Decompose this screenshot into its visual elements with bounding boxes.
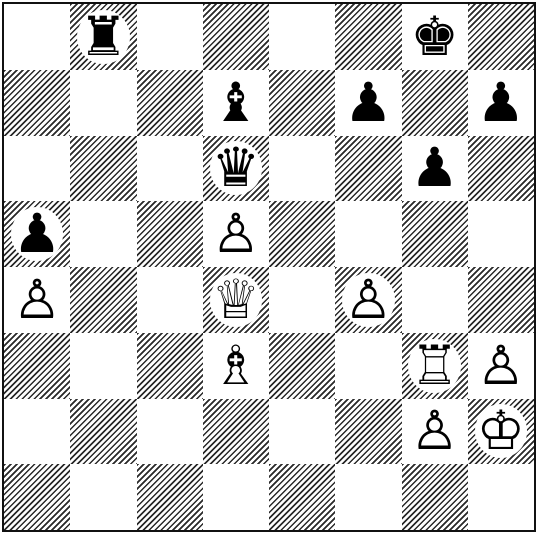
square-f8[interactable] <box>335 4 402 70</box>
square-b2[interactable] <box>70 398 137 465</box>
square-d2[interactable] <box>202 398 269 465</box>
square-g7[interactable] <box>401 69 468 136</box>
white-rook-g3[interactable]: ♖ <box>402 333 468 399</box>
black-pawn-icon: ♟ <box>344 70 393 134</box>
black-queen-d6[interactable]: ♛ <box>203 136 269 202</box>
square-h5[interactable] <box>467 201 534 267</box>
square-b7[interactable] <box>70 69 137 136</box>
square-c1[interactable] <box>136 464 203 530</box>
square-g6[interactable]: ♟ <box>401 135 468 202</box>
white-pawn-icon: ♙ <box>410 399 459 463</box>
white-bishop-d3[interactable]: ♗ <box>203 333 269 399</box>
white-king-icon: ♔ <box>474 399 528 463</box>
square-d5[interactable]: ♙ <box>202 201 269 267</box>
square-g5[interactable] <box>401 201 468 267</box>
square-e6[interactable] <box>269 135 336 202</box>
white-pawn-d5[interactable]: ♙ <box>203 201 269 267</box>
square-a6[interactable] <box>4 135 71 202</box>
square-h3[interactable]: ♙ <box>467 332 534 399</box>
square-b5[interactable] <box>70 201 137 267</box>
square-f7[interactable]: ♟ <box>335 69 402 136</box>
white-pawn-a4[interactable]: ♙ <box>4 267 70 333</box>
white-pawn-h3[interactable]: ♙ <box>468 333 534 399</box>
square-c7[interactable] <box>136 69 203 136</box>
square-e7[interactable] <box>269 69 336 136</box>
white-pawn-f4[interactable]: ♙ <box>335 267 401 333</box>
black-king-g8[interactable]: ♚ <box>402 4 468 70</box>
black-pawn-f7[interactable]: ♟ <box>335 70 401 136</box>
black-pawn-icon: ♟ <box>10 202 64 266</box>
black-bishop-d7[interactable]: ♝ <box>203 70 269 136</box>
square-d8[interactable] <box>202 4 269 70</box>
white-pawn-icon: ♙ <box>12 267 62 331</box>
square-b3[interactable] <box>70 332 137 399</box>
square-g2[interactable]: ♙ <box>401 398 468 465</box>
square-b1[interactable] <box>70 464 137 530</box>
square-a4[interactable]: ♙ <box>4 267 71 333</box>
black-rook-b8[interactable]: ♜ <box>70 4 136 70</box>
square-h6[interactable] <box>467 135 534 202</box>
square-d7[interactable]: ♝ <box>202 69 269 136</box>
white-pawn-icon: ♙ <box>211 202 261 266</box>
square-h1[interactable] <box>467 464 534 530</box>
square-a5[interactable]: ♟ <box>4 201 71 267</box>
chessboard: ♜♚♝♟♟♛♟♟♙♙♕♙♗♖♙♙♔ <box>2 2 536 532</box>
black-bishop-icon: ♝ <box>211 70 261 134</box>
black-pawn-icon: ♟ <box>476 70 526 134</box>
black-queen-icon: ♛ <box>209 136 263 200</box>
square-e3[interactable] <box>269 332 336 399</box>
square-b6[interactable] <box>70 135 137 202</box>
square-f5[interactable] <box>335 201 402 267</box>
square-c6[interactable] <box>136 135 203 202</box>
square-f3[interactable] <box>335 332 402 399</box>
square-a2[interactable] <box>4 398 71 465</box>
square-g3[interactable]: ♖ <box>401 332 468 399</box>
square-d1[interactable] <box>202 464 269 530</box>
black-rook-icon: ♜ <box>77 4 130 68</box>
black-pawn-icon: ♟ <box>410 136 459 200</box>
square-f6[interactable] <box>335 135 402 202</box>
square-h8[interactable] <box>467 4 534 70</box>
black-pawn-h7[interactable]: ♟ <box>468 70 534 136</box>
white-pawn-g2[interactable]: ♙ <box>402 399 468 465</box>
white-bishop-icon: ♗ <box>211 333 261 397</box>
square-h4[interactable] <box>467 267 534 333</box>
square-a8[interactable] <box>4 4 71 70</box>
square-c3[interactable] <box>136 332 203 399</box>
square-d4[interactable]: ♕ <box>202 267 269 333</box>
square-e8[interactable] <box>269 4 336 70</box>
black-pawn-a5[interactable]: ♟ <box>4 201 70 267</box>
square-g4[interactable] <box>401 267 468 333</box>
square-e1[interactable] <box>269 464 336 530</box>
white-rook-icon: ♖ <box>408 333 461 397</box>
square-e2[interactable] <box>269 398 336 465</box>
square-g8[interactable]: ♚ <box>401 4 468 70</box>
black-king-icon: ♚ <box>410 4 459 68</box>
square-h7[interactable]: ♟ <box>467 69 534 136</box>
square-b8[interactable]: ♜ <box>70 4 137 70</box>
square-c2[interactable] <box>136 398 203 465</box>
white-king-h2[interactable]: ♔ <box>468 399 534 465</box>
white-queen-d4[interactable]: ♕ <box>203 267 269 333</box>
square-h2[interactable]: ♔ <box>467 398 534 465</box>
black-pawn-g6[interactable]: ♟ <box>402 136 468 202</box>
square-b4[interactable] <box>70 267 137 333</box>
square-c5[interactable] <box>136 201 203 267</box>
square-f4[interactable]: ♙ <box>335 267 402 333</box>
square-d6[interactable]: ♛ <box>202 135 269 202</box>
square-e4[interactable] <box>269 267 336 333</box>
square-f2[interactable] <box>335 398 402 465</box>
square-a7[interactable] <box>4 69 71 136</box>
white-queen-icon: ♕ <box>209 267 263 331</box>
square-d3[interactable]: ♗ <box>202 332 269 399</box>
square-c4[interactable] <box>136 267 203 333</box>
white-pawn-icon: ♙ <box>342 267 395 331</box>
square-c8[interactable] <box>136 4 203 70</box>
square-g1[interactable] <box>401 464 468 530</box>
square-a1[interactable] <box>4 464 71 530</box>
square-f1[interactable] <box>335 464 402 530</box>
white-pawn-icon: ♙ <box>476 333 526 397</box>
square-e5[interactable] <box>269 201 336 267</box>
square-a3[interactable] <box>4 332 71 399</box>
